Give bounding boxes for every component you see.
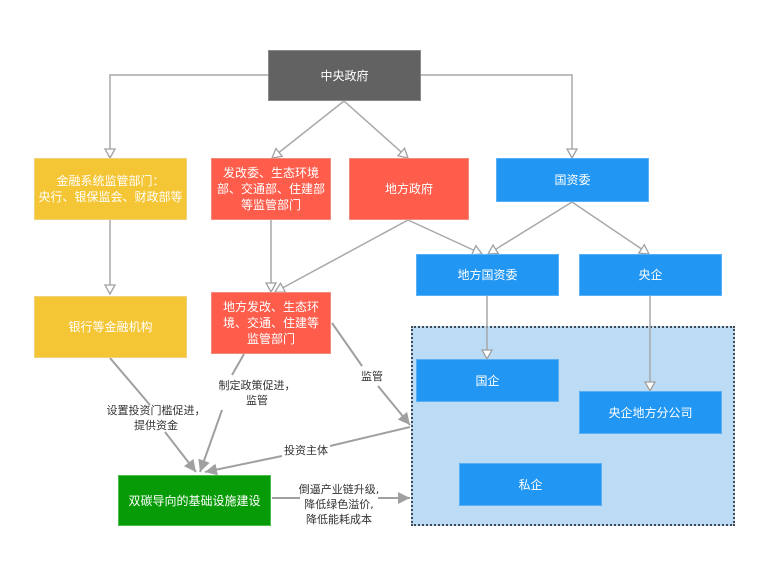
edge-region-to-infra	[329, 426, 411, 447]
edge-label-banks-to-infra: 设置投资门槛促进， 提供资金	[106, 404, 206, 432]
edge-localdept-to-infra	[231, 353, 245, 376]
edge-region-to-infra-2	[204, 455, 283, 476]
central-government-node[interactable]: 中央政府	[268, 50, 421, 101]
edge-banks-to-infra	[109, 357, 151, 406]
edge-central-to-sasac	[420, 74, 572, 158]
edge-central-to-financial	[110, 74, 268, 158]
banks-node[interactable]: 银行等金融机构	[34, 296, 187, 358]
financial-regulators-node[interactable]: 金融系统监管部门： 央行、银保监会、财政部等	[34, 158, 187, 220]
edge-localdept-to-region-2	[377, 385, 411, 426]
edge-localgov-to-localsasac	[407, 219, 482, 254]
private-enterprise-node[interactable]: 私企	[459, 463, 602, 506]
soe-node[interactable]: 国企	[416, 359, 559, 402]
local-departments-node[interactable]: 地方发改、生态环 境、交通、住建等 监管部门	[211, 292, 331, 354]
edge-label-localdept-to-infra: 制定政策促进， 监管	[218, 379, 296, 407]
central-soe-branch-node[interactable]: 央企地方分公司	[579, 391, 722, 434]
local-sasac-node[interactable]: 地方国资委	[416, 254, 559, 296]
edge-banks-to-infra-2	[164, 431, 197, 473]
edge-localdept-to-infra-2	[198, 409, 223, 473]
local-government-node[interactable]: 地方政府	[349, 158, 469, 220]
edge-localgov-to-localdept	[275, 219, 409, 292]
edge-sasac-to-centralsoe	[571, 201, 649, 254]
central-soe-node[interactable]: 央企	[579, 254, 722, 296]
sasac-node[interactable]: 国资委	[496, 158, 649, 202]
infrastructure-node[interactable]: 双碳导向的基础设施建设	[118, 475, 271, 526]
edge-sasac-to-localsasac	[488, 201, 573, 254]
edge-central-to-ndrc	[272, 100, 345, 158]
edge-label-infra-to-region: 倒逼产业链升级, 降低绿色溢价, 降低能耗成本	[298, 483, 380, 526]
edge-label-localdept-to-region: 监管	[361, 370, 383, 383]
edge-localdept-to-region	[331, 322, 363, 367]
edge-central-to-localgov	[343, 100, 408, 158]
ndrc-departments-node[interactable]: 发改委、生态环境 部、交通部、住建部 等监管部门	[211, 158, 331, 220]
edge-label-region-to-infra: 投资主体	[284, 444, 328, 457]
